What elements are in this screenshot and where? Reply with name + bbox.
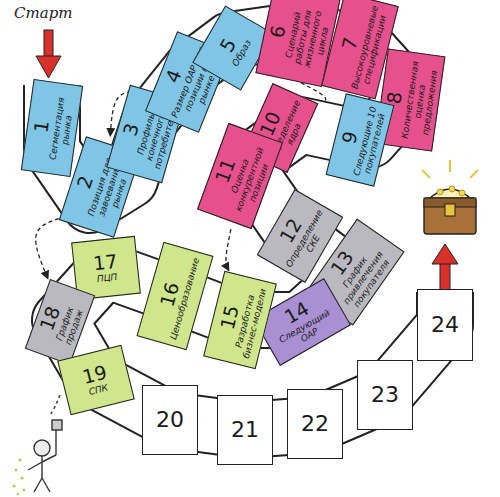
track-fill xyxy=(52,30,445,430)
track-outline xyxy=(52,30,445,430)
board-cell: 22 xyxy=(287,389,343,459)
cell-label: ПЦП xyxy=(96,272,117,284)
board-cell: 24 xyxy=(417,289,473,361)
dashed-jump-arrow xyxy=(226,229,231,271)
board-cell: 23 xyxy=(357,360,413,430)
treasure-chest xyxy=(422,160,478,234)
finish-arrow xyxy=(432,244,458,290)
cell-number: 6 xyxy=(267,24,289,40)
start-arrow xyxy=(36,30,61,78)
cell-number: 20 xyxy=(156,408,184,431)
dashed-jump-arrow xyxy=(36,219,59,279)
cell-number: 21 xyxy=(231,418,259,441)
cell-label: Количественная оценка предложения xyxy=(399,57,441,146)
cell-number: 22 xyxy=(301,412,329,435)
start-label: Старт xyxy=(14,4,72,22)
cell-number: 24 xyxy=(431,313,459,336)
cell-label: Сегментация рынка xyxy=(46,87,77,171)
cell-number: 17 xyxy=(92,252,118,274)
board-cell: 21 xyxy=(217,395,273,465)
cell-number: 1 xyxy=(31,119,52,134)
board-cell: 20 xyxy=(142,385,198,455)
cell-number: 23 xyxy=(371,383,399,406)
pouring-figure xyxy=(13,395,63,495)
